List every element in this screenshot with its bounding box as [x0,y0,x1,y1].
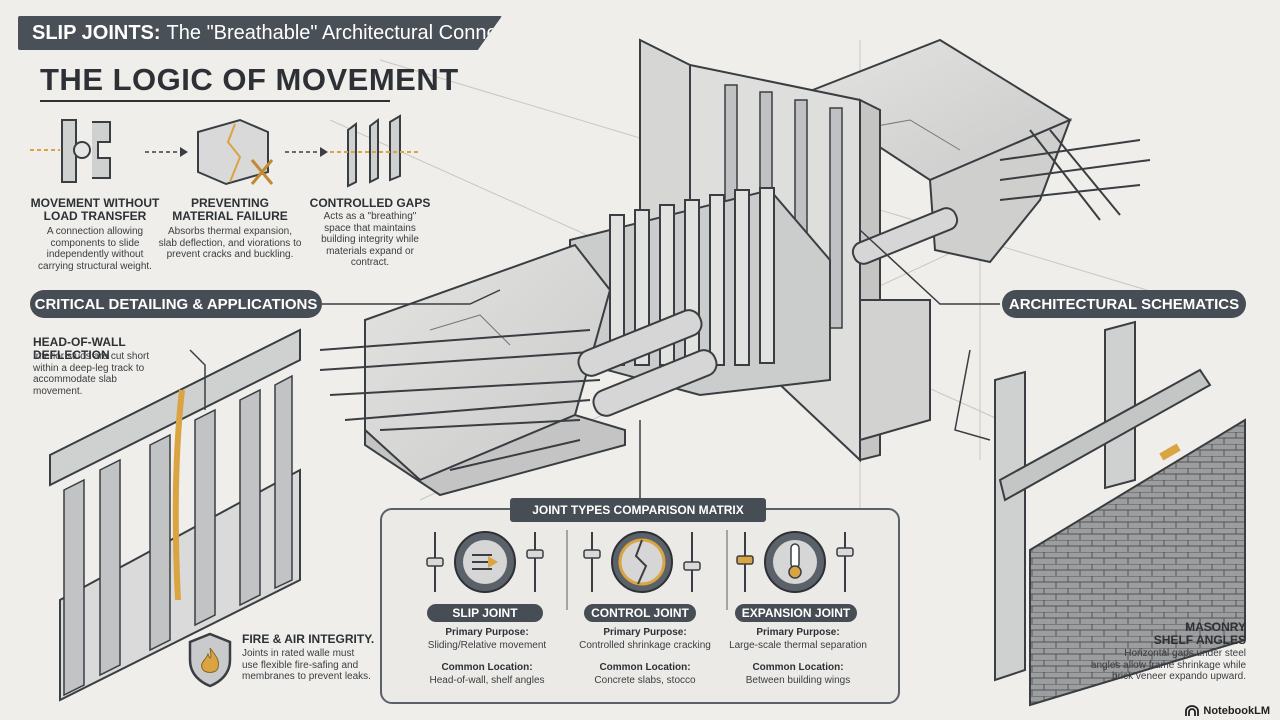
matrix-icons [426,530,854,610]
logic-title: THE LOGIC OF MOVEMENT [40,62,459,97]
slip-pistons [577,207,959,417]
slip-purpose-label: Primary Purpose: [445,627,529,638]
expansion-location-label: Common Location: [752,662,844,673]
logic-item-1-desc: A connection allowing components to slid… [38,226,152,272]
slip-joint-label: SLIP JOINT [427,604,543,622]
stud-wall [49,328,301,702]
flame-shield-icon [188,632,232,688]
architectural-schematics-pill: ARCHITECTURAL SCHEMATICS [1002,290,1246,318]
head-of-wall-head: HEAD-OF-WALL DEFLECTION [33,335,126,362]
control-location-value: Concrete slabs, stocco [594,675,696,686]
thermometer-icon [764,531,826,593]
slip-icon [454,531,516,593]
crack-icon [611,531,673,593]
rebar-right [999,129,1151,221]
masonry-head: MASONRY SHELF ANGLES [1153,620,1246,647]
critical-detailing-pill: CRITICAL DETAILING & APPLICATIONS [30,290,322,318]
control-location-label: Common Location: [599,662,691,673]
logic-icons [30,114,420,188]
gap-plates-icon [330,114,420,188]
control-purpose-label: Primary Purpose: [603,627,687,638]
slip-location-value: Head-of-wall, shelf angles [429,675,545,686]
masonry-desc: Horizontal gaps under steel angles allow… [1090,648,1246,682]
masonry-assembly [994,320,1246,707]
expansion-purpose-label: Primary Purpose: [756,627,840,638]
control-joint-label: CONTROL JOINT [584,604,696,622]
slip-connection-icon [30,119,111,183]
logic-item-1-head: MOVEMENT WITHOUT LOAD TRANSFER [30,196,160,223]
title-rest: The "Breathable" Architectural Connectio… [166,21,540,44]
cracked-block-icon [197,118,274,186]
notebooklm-brand: NotebookLM [1185,705,1270,717]
notebooklm-icon [1185,705,1200,716]
fire-desc: Joints in rated walle must use flexible … [242,648,371,682]
head-of-wall-desc: Interior studs are cut short within a de… [33,351,150,397]
slip-location-label: Common Location: [441,662,533,673]
logic-item-3-desc: Acts as a "breathing" space that maintai… [321,211,419,268]
logic-item-3-head: CONTROLLED GAPS [309,196,431,210]
title-banner: SLIP JOINTS: The "Breathable" Architectu… [18,16,502,50]
expansion-joint-label: EXPANSION JOINT [735,604,857,622]
expansion-purpose-value: Large-scale thermal separation [729,640,867,651]
rebar-left [319,329,601,471]
joint-matrix-title: JOINT TYPES COMPARISON MATRIX [510,498,766,522]
logic-item-2-head: PREVENTING MATERIAL FAILURE [172,196,288,223]
slip-purpose-value: Sliding/Relative movement [427,640,547,651]
logic-item-2-desc: Absorbs thermal expansion, slab deflecti… [158,226,302,260]
expansion-location-value: Between building wings [745,675,851,686]
title-bold: SLIP JOINTS: [32,21,161,44]
control-purpose-value: Controlled shrinkage cracking [579,640,711,651]
fire-head: FIRE & AIR INTEGRITY. [242,632,375,646]
logic-underline [40,100,390,102]
notebooklm-label: NotebookLM [1203,705,1270,717]
